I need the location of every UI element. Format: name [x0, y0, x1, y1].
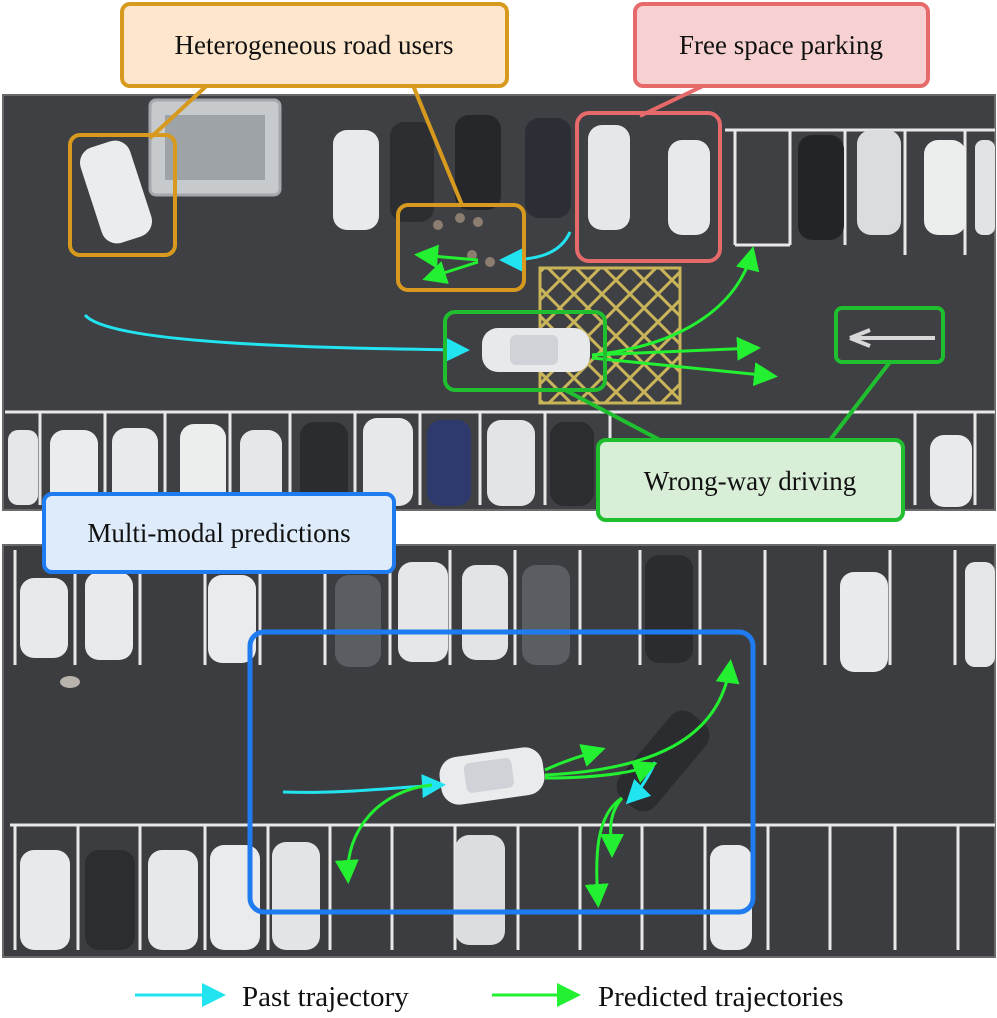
wrong-way-box-car [443, 310, 607, 392]
bottom-aerial-photo [2, 544, 996, 958]
label-free-space-text: Free space parking [679, 30, 883, 60]
label-wrong-way-text: Wrong-way driving [644, 466, 857, 496]
predicted-trajectory-wrong-way-3 [591, 356, 778, 387]
label-free-space: Free space parking [633, 2, 930, 88]
predicted-trajectory-4 [334, 783, 433, 884]
multi-modal-box [247, 629, 756, 915]
heterogeneous-box-car [68, 133, 177, 257]
heterogeneous-car [79, 140, 153, 244]
predicted-trajectory-2 [544, 744, 606, 772]
predicted-trajectory-wrong-way-2 [591, 336, 761, 361]
label-wrong-way: Wrong-way driving [596, 438, 905, 522]
top-row-parked-cars [333, 115, 995, 240]
past-trajectory-pedestrian [499, 231, 572, 272]
predicted-trajectory-3 [544, 760, 658, 783]
predicted-trajectory-wrong-way-1 [591, 246, 760, 357]
pedestrians [433, 213, 495, 267]
legend-past-label: Past trajectory [242, 981, 409, 1013]
pedestrian-bottom [60, 676, 80, 688]
legend: Past trajectory Predicted trajectories [135, 981, 844, 1013]
bottom-upper-row-cars [20, 555, 995, 672]
road-arrow-marking [849, 328, 935, 348]
legend-predicted-label: Predicted trajectories [598, 981, 844, 1013]
label-multi-modal-text: Multi-modal predictions [87, 518, 350, 548]
past-trajectory-wrong-way [83, 313, 470, 362]
label-heterogeneous-text: Heterogeneous road users [175, 30, 454, 60]
bottom-row-parked-cars [8, 418, 972, 508]
predicted-trajectory-1 [544, 659, 740, 777]
label-multi-modal: Multi-modal predictions [42, 492, 396, 574]
bottom-lower-row-cars [20, 835, 752, 950]
predicted-trajectory-5 [584, 796, 623, 908]
predicted-trajectory-pedestrian-1 [414, 244, 479, 269]
callout-connectors [148, 76, 892, 634]
top-aerial-photo [2, 94, 996, 511]
predicted-trajectory-pedestrian-2 [422, 260, 479, 284]
predicted-trajectory-6 [599, 797, 624, 858]
label-heterogeneous: Heterogeneous road users [120, 2, 509, 88]
